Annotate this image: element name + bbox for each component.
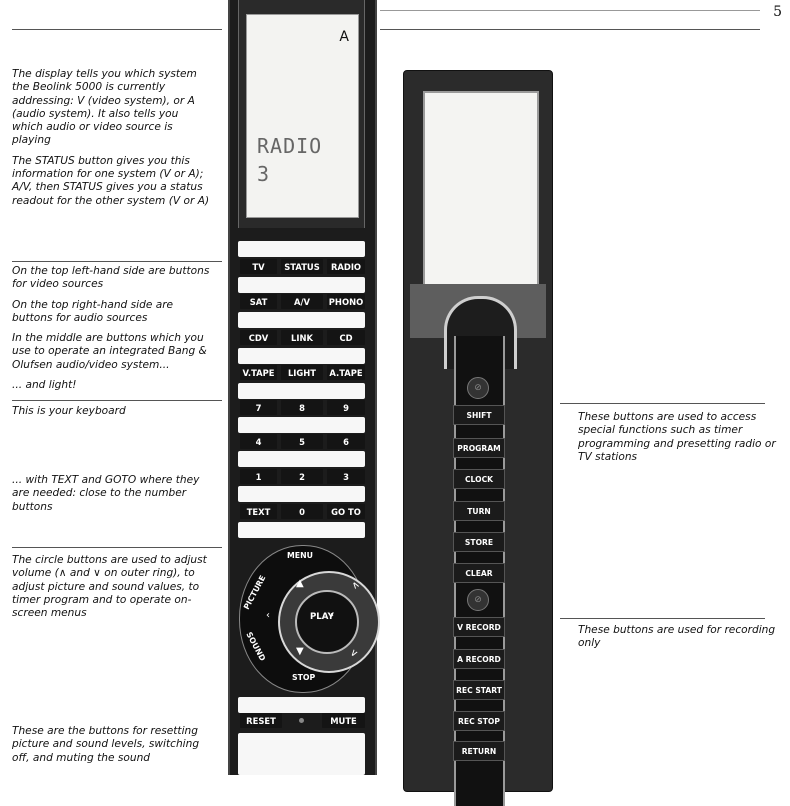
note-reset: These are the buttons for resetting pict… (12, 725, 200, 764)
rule-recording (560, 618, 765, 619)
cdv-button[interactable]: CDV (240, 330, 277, 345)
rule-special (560, 403, 765, 404)
mute-button[interactable]: MUTE (322, 713, 365, 728)
phono-button[interactable]: PHONO (327, 294, 365, 309)
vtape-button[interactable]: V.TAPE (240, 365, 277, 380)
page-number: 5 (773, 4, 782, 20)
sat-button[interactable]: SAT (240, 294, 277, 309)
left-arrow-icon[interactable]: ‹ (266, 610, 270, 621)
goto-button[interactable]: GO TO (327, 504, 365, 519)
rule-keyboard (12, 400, 222, 401)
link-button[interactable]: LINK (281, 330, 323, 345)
strip (238, 451, 365, 467)
key-7[interactable]: 7 (240, 400, 277, 415)
av-button[interactable]: A/V (281, 294, 323, 309)
strip (238, 522, 365, 538)
key-9[interactable]: 9 (327, 400, 365, 415)
key-4[interactable]: 4 (240, 434, 277, 449)
key-5[interactable]: 5 (281, 434, 323, 449)
down-arrow-icon[interactable]: ▼ (296, 646, 304, 657)
up-arrow-icon[interactable]: ▲ (296, 578, 304, 589)
key-0[interactable]: 0 (281, 504, 323, 519)
note-top-right: On the top right-hand side are buttons f… (12, 298, 174, 324)
radio-button[interactable]: RADIO (327, 259, 365, 274)
a-record-button[interactable]: A RECORD (453, 649, 505, 669)
note-recording: These buttons are used for recording onl… (578, 624, 776, 650)
strip (238, 733, 365, 775)
key-3[interactable]: 3 (327, 469, 365, 484)
note-top-left: On the top left-hand side are buttons fo… (12, 265, 210, 291)
key-8[interactable]: 8 (281, 400, 323, 415)
top-rule-far (380, 10, 760, 11)
strip (238, 486, 365, 502)
note-keyboard: This is your keyboard (12, 405, 126, 417)
strip (238, 417, 365, 433)
note-light: ... and light! (12, 379, 77, 392)
menu-label[interactable]: MENU (287, 551, 313, 560)
store-button[interactable]: STORE (453, 532, 505, 552)
text-button[interactable]: TEXT (240, 504, 277, 519)
note-circle: The circle buttons are used to adjust vo… (12, 554, 207, 620)
display-number: 3 (257, 162, 270, 186)
key-1[interactable]: 1 (240, 469, 277, 484)
cd-button[interactable]: CD (327, 330, 365, 345)
strip (238, 277, 365, 293)
note-special: These buttons are used to access special… (578, 411, 776, 463)
clock-button[interactable]: CLOCK (453, 469, 505, 489)
key-6[interactable]: 6 (327, 434, 365, 449)
strip (238, 697, 365, 713)
knob-icon: ⊘ (467, 589, 489, 611)
light-button[interactable]: LIGHT (281, 365, 323, 380)
note-display-text: The display tells you which system the B… (12, 68, 197, 147)
remote-control-side: ⊘ SHIFT PROGRAM CLOCK TURN STORE CLEAR ⊘… (403, 70, 553, 806)
stop-label[interactable]: STOP (292, 673, 316, 682)
key-2[interactable]: 2 (281, 469, 323, 484)
return-button[interactable]: RETURN (453, 741, 505, 761)
strip (238, 348, 365, 364)
play-label[interactable]: PLAY (310, 612, 334, 622)
note-text-goto: ... with TEXT and GOTO where they are ne… (12, 474, 200, 513)
tv-button[interactable]: TV (240, 259, 277, 274)
play-button[interactable] (295, 590, 359, 654)
strip (238, 312, 365, 328)
top-rule-right (380, 29, 760, 30)
reset-button[interactable]: RESET (240, 713, 282, 728)
remote-display-blank (423, 91, 539, 291)
rec-stop-button[interactable]: REC STOP (453, 711, 505, 731)
shift-button[interactable]: SHIFT (453, 405, 505, 425)
status-button[interactable]: STATUS (281, 259, 323, 274)
atape-button[interactable]: A.TAPE (327, 365, 365, 380)
display-system: A (339, 29, 349, 45)
strip (238, 383, 365, 399)
top-rule-left (12, 29, 222, 30)
program-button[interactable]: PROGRAM (453, 438, 505, 458)
rule-buttons (12, 261, 222, 262)
note-source-buttons: On the top left-hand side are buttons fo… (12, 265, 212, 392)
v-record-button[interactable]: V RECORD (453, 617, 505, 637)
rule-circle (12, 547, 222, 548)
strip (238, 241, 365, 257)
knob-icon: ⊘ (467, 377, 489, 399)
note-display: The display tells you which system the B… (12, 68, 212, 208)
display-source: RADIO (257, 134, 323, 158)
turn-button[interactable]: TURN (453, 501, 505, 521)
clear-button[interactable]: CLEAR (453, 563, 505, 583)
remote-display: A RADIO 3 (246, 14, 359, 218)
note-status-text: The STATUS button gives you this informa… (12, 154, 210, 207)
right-arrow-icon[interactable]: › (330, 610, 334, 621)
rec-start-button[interactable]: REC START (453, 680, 505, 700)
note-middle: In the middle are buttons which you use … (12, 332, 207, 371)
remote-control-front: A RADIO 3 TV STATUS RADIO SAT A/V PHONO … (228, 0, 380, 775)
standby-dot[interactable] (299, 718, 304, 723)
